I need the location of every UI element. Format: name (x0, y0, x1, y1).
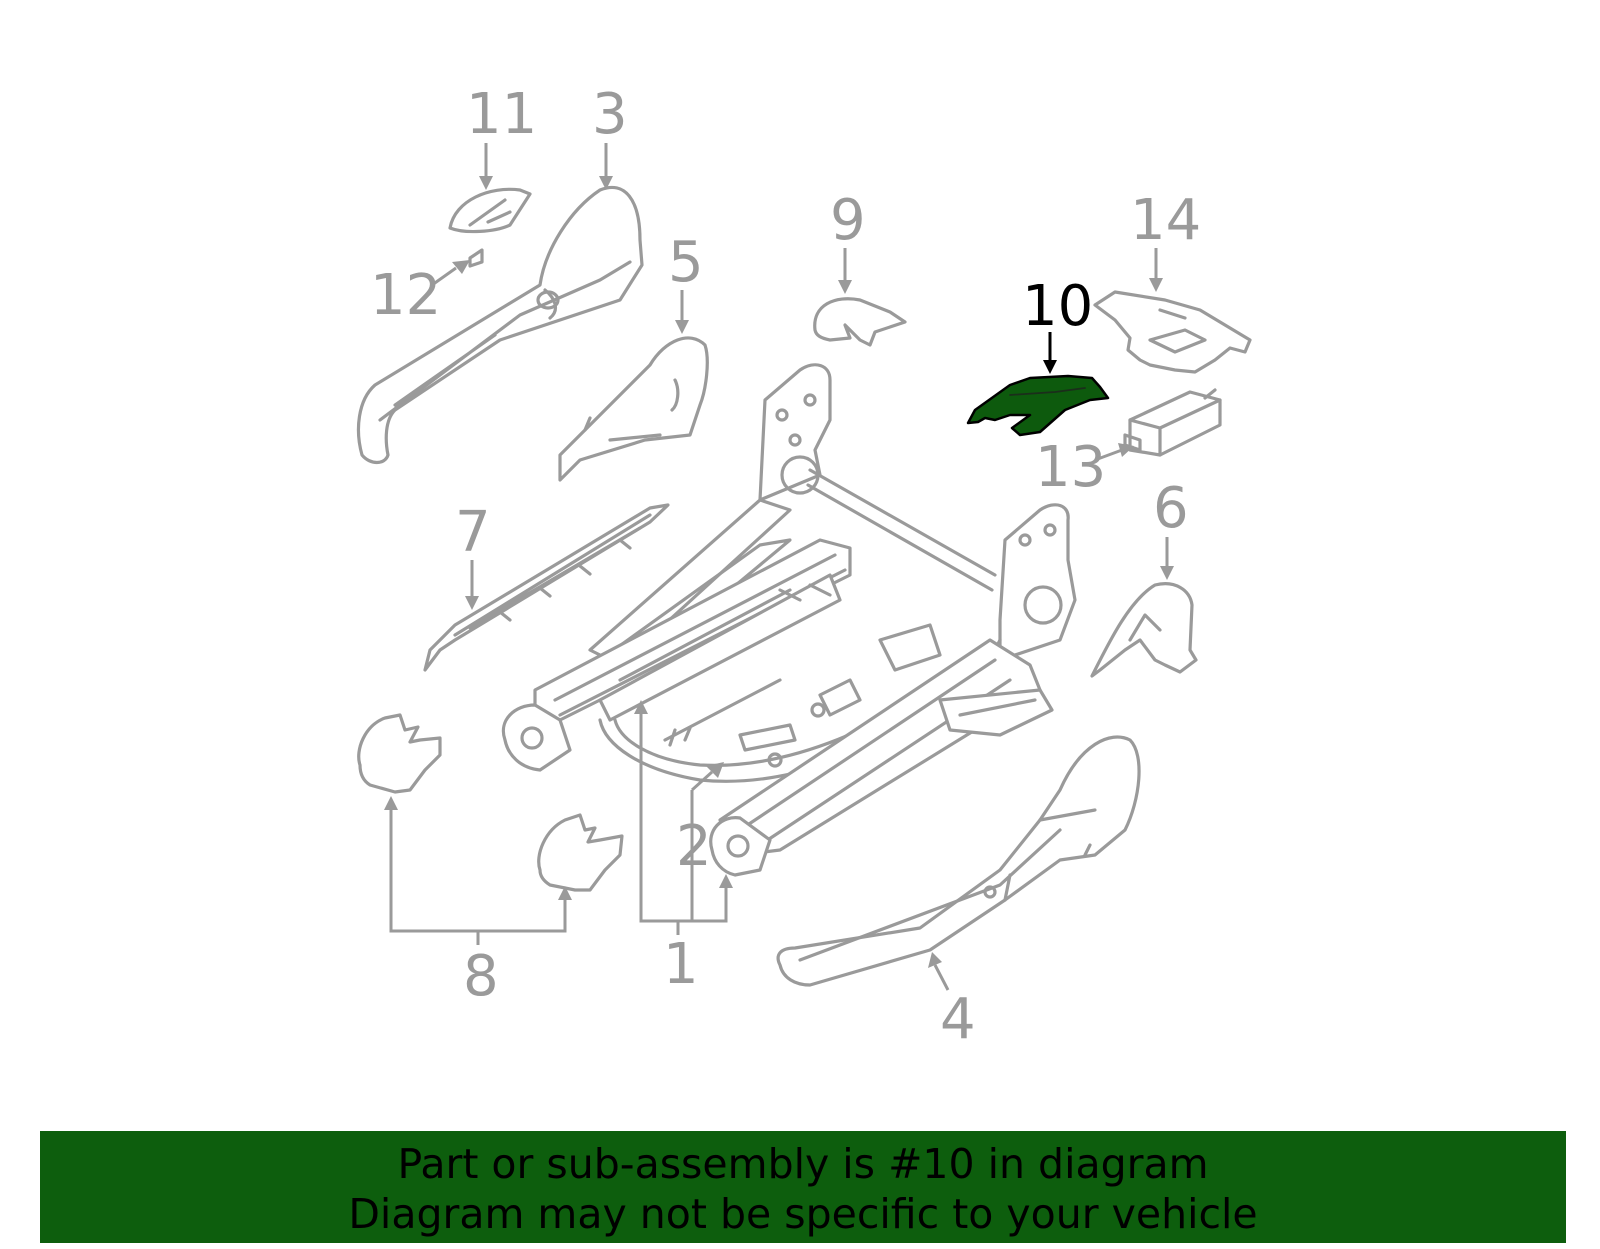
part-8-covers (357, 713, 624, 892)
callout-8: 8 (463, 944, 499, 1009)
callout-4: 4 (940, 987, 976, 1052)
callout-12: 12 (370, 263, 441, 328)
part-10-highlighted[interactable] (966, 374, 1110, 437)
part-11-cap (448, 187, 532, 234)
callout-9: 9 (830, 188, 866, 253)
callout-10: 10 (1022, 274, 1093, 339)
part-9-cover (813, 297, 907, 347)
info-banner: Part or sub-assembly is #10 in diagram D… (40, 1131, 1566, 1243)
callout-5: 5 (668, 230, 704, 295)
part-7-rail (423, 503, 670, 672)
part-13-module (1123, 388, 1222, 457)
callout-2: 2 (676, 814, 712, 879)
part-4-front-trim (776, 735, 1141, 987)
callout-6: 6 (1153, 476, 1189, 541)
part-12-clip (468, 248, 484, 268)
callout-numbers: 11 3 12 5 9 10 14 13 6 7 2 8 1 4 (370, 82, 1201, 1052)
banner-line-2: Diagram may not be specific to your vehi… (348, 1190, 1258, 1238)
callout-11: 11 (466, 82, 537, 147)
leader-lines (384, 143, 1174, 991)
callout-7: 7 (455, 500, 491, 565)
part-3-outer-trim (356, 185, 644, 465)
callout-1: 1 (663, 932, 699, 997)
part-5-inner-trim (558, 336, 709, 482)
part-6-rear-trim (1090, 582, 1198, 678)
callout-13: 13 (1035, 435, 1106, 500)
main-seat-frame (501, 363, 1077, 877)
callout-14: 14 (1130, 188, 1201, 253)
callout-3: 3 (592, 82, 628, 147)
banner-line-1: Part or sub-assembly is #10 in diagram (397, 1140, 1209, 1188)
part-14-bracket (1093, 290, 1252, 374)
